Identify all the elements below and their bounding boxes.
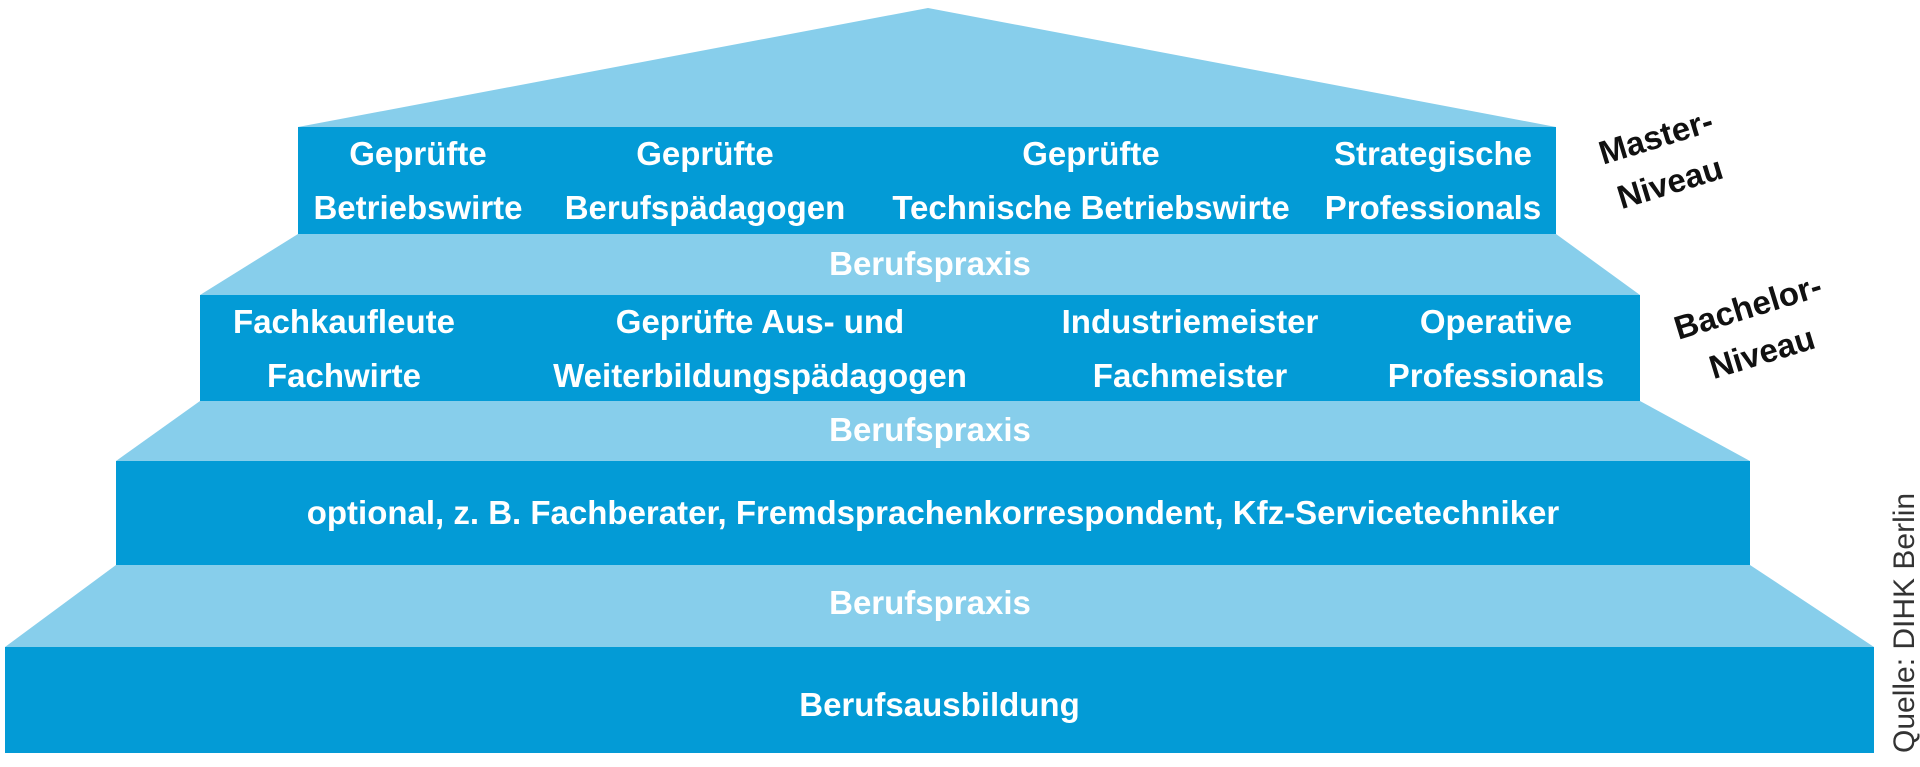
bachelor-item-4-line2: Professionals	[1387, 357, 1605, 394]
bachelor-item-2-line2: Weiterbildungspädagogen	[553, 357, 967, 394]
bachelor-tier	[200, 295, 1640, 401]
source-credit: Quelle: DIHK Berlin	[1888, 492, 1920, 753]
practice-band-1	[200, 234, 1640, 295]
optional-tier-label: optional, z. B. Fachberater, Fremdsprach…	[306, 494, 1560, 531]
practice-label-2: Berufspraxis	[829, 411, 1031, 448]
master-item-4: Strategische Professionals	[1315, 127, 1551, 235]
master-item-1-line2: Betriebswirte	[313, 189, 523, 226]
roof-shape	[298, 8, 1556, 127]
master-item-2-line1: Geprüfte	[636, 135, 774, 172]
master-item-3-line1: Geprüfte	[1022, 135, 1160, 172]
base-tier	[5, 647, 1874, 753]
master-item-2-line2: Berufspädagogen	[564, 189, 846, 226]
bachelor-item-1-line1: Fachkaufleute	[233, 303, 455, 340]
bachelor-item-4: Operative Professionals	[1370, 295, 1622, 403]
master-item-4-line2: Professionals	[1324, 189, 1542, 226]
master-tier	[298, 127, 1556, 234]
bachelor-item-2-line1: Geprüfte Aus- und	[615, 303, 905, 340]
master-item-3-line2: Technische Betriebswirte	[892, 189, 1290, 226]
base-tier-label: Berufsausbildung	[799, 686, 1080, 723]
bachelor-item-3: Industriemeister Fachmeister	[1040, 295, 1340, 403]
master-item-2: Geprüfte Berufspädagogen	[545, 127, 865, 235]
practice-band-3	[5, 565, 1874, 647]
bachelor-item-1: Fachkaufleute Fachwirte	[200, 295, 488, 403]
bachelor-item-3-line2: Fachmeister	[1092, 357, 1288, 394]
practice-label-1: Berufspraxis	[829, 245, 1031, 282]
master-item-3: Geprüfte Technische Betriebswirte	[871, 127, 1311, 235]
master-item-4-line1: Strategische	[1333, 135, 1533, 172]
master-item-1-line1: Geprüfte	[349, 135, 487, 172]
bachelor-item-3-line1: Industriemeister	[1061, 303, 1319, 340]
master-item-1: Geprüfte Betriebswirte	[298, 127, 538, 235]
practice-band-2	[116, 401, 1750, 461]
optional-tier	[116, 461, 1750, 565]
bachelor-item-2: Geprüfte Aus- und Weiterbildungspädagoge…	[530, 295, 990, 403]
practice-label-3: Berufspraxis	[829, 584, 1031, 621]
bachelor-item-4-line1: Operative	[1419, 303, 1573, 340]
bachelor-item-1-line2: Fachwirte	[266, 357, 422, 394]
